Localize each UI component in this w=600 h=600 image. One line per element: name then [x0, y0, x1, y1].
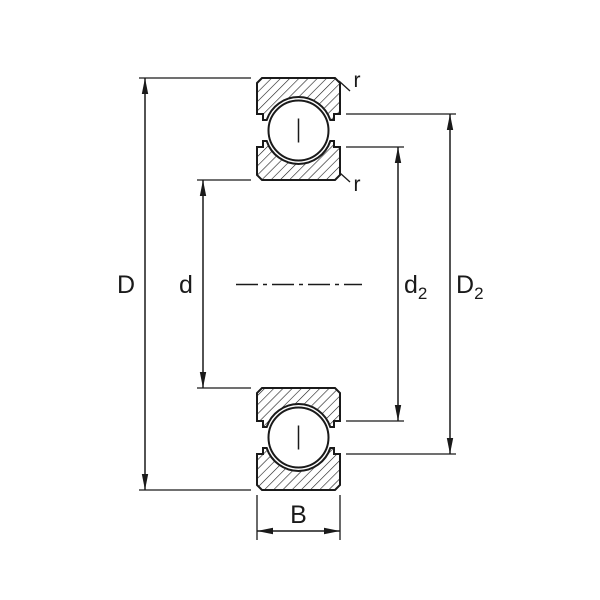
label-r-inner: r: [354, 173, 361, 196]
dimension-B: B: [256, 495, 341, 540]
dimension-D: D: [117, 77, 251, 491]
bearing-cross-section: [236, 77, 362, 491]
dimension-d: d: [179, 179, 251, 389]
dimension-D2: D2: [346, 113, 484, 455]
chamfer-label-inner: r: [339, 172, 361, 196]
label-B: B: [290, 501, 307, 529]
label-d2: d2: [404, 271, 427, 303]
outer-ring-bottom-section: [256, 447, 341, 491]
label-d: d: [179, 271, 193, 299]
chamfer-label-outer: r: [338, 69, 361, 92]
dimension-d2: d2: [346, 146, 427, 422]
leader-line: [339, 172, 351, 183]
leader-line: [338, 80, 351, 92]
label-D2: D2: [456, 271, 484, 303]
outer-ring-top-section: [256, 77, 341, 121]
label-D: D: [117, 271, 135, 299]
inner-ring-top-section: [256, 140, 341, 181]
inner-ring-bottom-section: [256, 387, 341, 428]
label-r-outer: r: [354, 69, 361, 92]
